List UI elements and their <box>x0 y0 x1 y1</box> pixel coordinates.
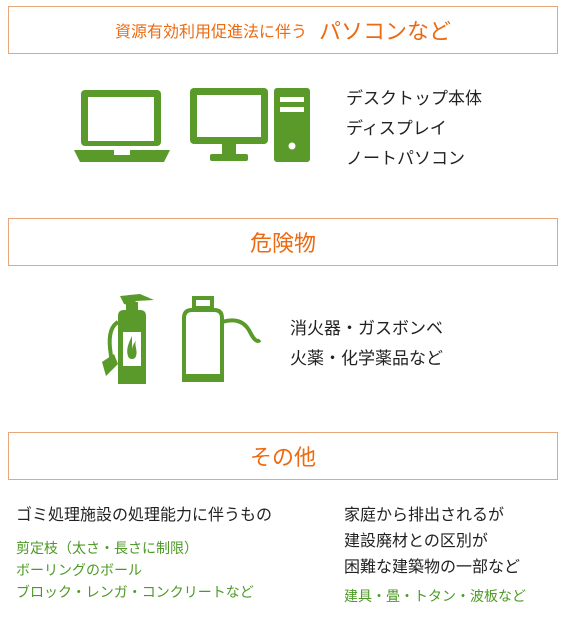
other-left-column: ゴミ処理施設の処理能力に伴うもの 剪定枝（太さ・長さに制限） ボーリングのボール… <box>16 502 272 604</box>
pc-item: デスクトップ本体 <box>346 89 482 109</box>
pc-item: ディスプレイ <box>346 119 447 139</box>
section-header-pc: 資源有効利用促進法に伴う パソコンなど <box>8 6 558 54</box>
header-title: その他 <box>249 446 316 471</box>
fire-extinguisher-icon <box>102 294 154 384</box>
right-title-line: 困難な建築物の一部など <box>344 557 521 576</box>
other-right-column: 家庭から排出されるが 建設廃材との区別が 困難な建築物の一部など 建具・畳・トタ… <box>344 502 526 608</box>
right-title-line: 家庭から排出されるが <box>344 505 505 524</box>
left-note: ボーリングのボール <box>16 563 142 579</box>
hazard-item-list: 消火器・ガスボンベ 火薬・化学薬品など <box>290 314 443 374</box>
right-note: 建具・畳・トタン・波板など <box>344 589 526 605</box>
left-note: 剪定枝（太さ・長さに制限） <box>16 541 198 557</box>
pc-item: ノートパソコン <box>346 149 465 169</box>
header-title: 危険物 <box>249 232 316 257</box>
gas-cylinder-icon <box>182 296 262 382</box>
hazard-item: 消火器・ガスボンベ <box>290 319 443 339</box>
desktop-pc-icon <box>190 88 310 162</box>
pc-item-list: デスクトップ本体 ディスプレイ ノートパソコン <box>346 84 482 174</box>
left-column-title: ゴミ処理施設の処理能力に伴うもの <box>16 505 273 524</box>
right-title-line: 建設廃材との区別が <box>344 531 488 550</box>
hazard-item: 火薬・化学薬品など <box>290 349 443 369</box>
left-note: ブロック・レンガ・コンクリートなど <box>16 585 254 601</box>
laptop-icon <box>74 90 170 162</box>
header-title: パソコンなど <box>319 20 452 45</box>
section-header-other: その他 <box>8 432 558 480</box>
header-subtitle: 資源有効利用促進法に伴う <box>114 22 307 41</box>
section-header-hazard: 危険物 <box>8 218 558 266</box>
